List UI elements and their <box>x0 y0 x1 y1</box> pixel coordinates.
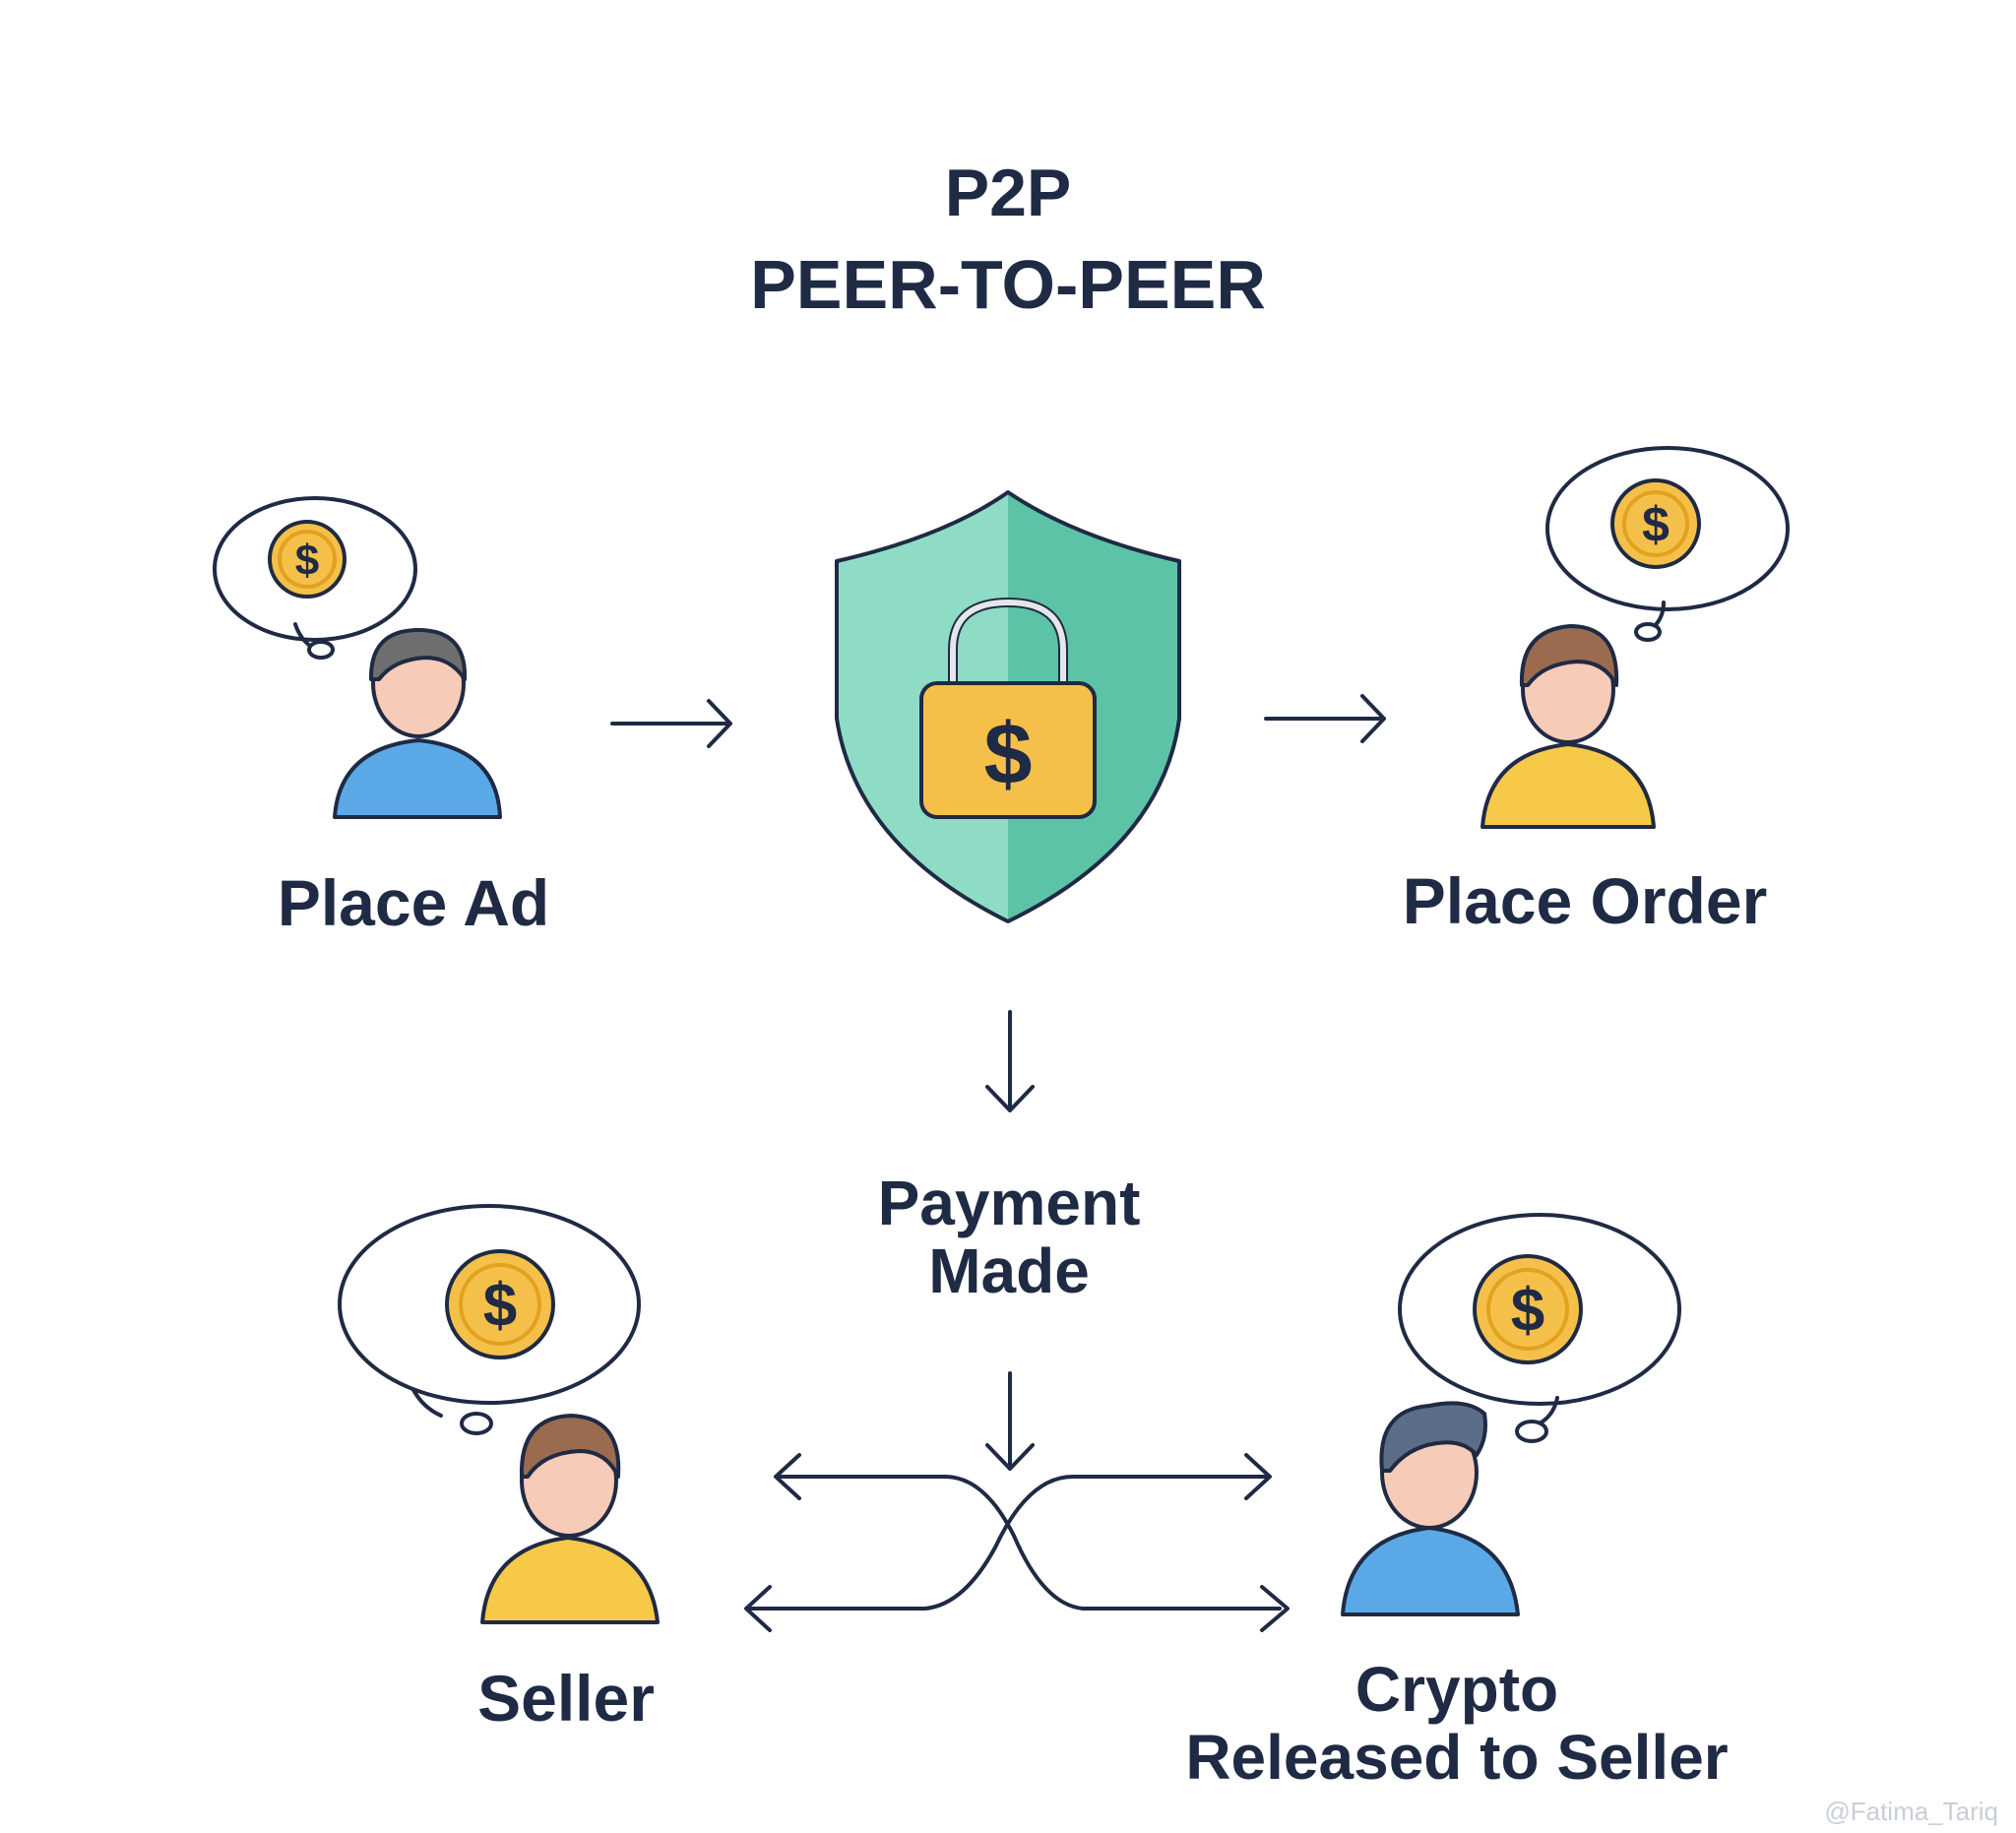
arrow-to-escrow <box>610 699 732 748</box>
watermark: @Fatima_Tariq <box>1824 1797 1998 1826</box>
arrow-down-to-exchange <box>985 1371 1035 1471</box>
dollar-coin-icon: $ <box>1610 478 1701 569</box>
seller-bottom-avatar <box>480 1414 660 1624</box>
label-place-order: Place Order <box>1402 864 1768 937</box>
dollar-coin-icon: $ <box>445 1249 555 1359</box>
label-crypto-released: Crypto Released to Seller <box>1185 1654 1729 1794</box>
svg-text:$: $ <box>483 1272 517 1340</box>
buyer-avatar <box>1480 624 1656 829</box>
label-place-ad: Place Ad <box>277 866 550 939</box>
svg-text:$: $ <box>295 537 319 585</box>
exchange-arrows <box>744 1453 1290 1632</box>
svg-text:$: $ <box>984 705 1033 802</box>
diagram-subtitle: PEER-TO-PEER <box>750 246 1266 323</box>
svg-text:$: $ <box>1511 1277 1544 1345</box>
seller-avatar <box>333 628 502 819</box>
diagram-title: P2P <box>944 156 1072 230</box>
dollar-coin-icon: $ <box>1473 1254 1583 1364</box>
arrow-to-buyer <box>1264 694 1386 743</box>
label-seller: Seller <box>477 1662 655 1735</box>
label-payment-made: Payment Made <box>877 1168 1141 1307</box>
svg-text:$: $ <box>1642 497 1670 552</box>
lock-icon: $ <box>919 598 1097 819</box>
arrow-down-to-payment <box>985 1010 1035 1112</box>
dollar-coin-icon: $ <box>268 520 346 599</box>
buyer-bottom-avatar <box>1341 1401 1520 1616</box>
